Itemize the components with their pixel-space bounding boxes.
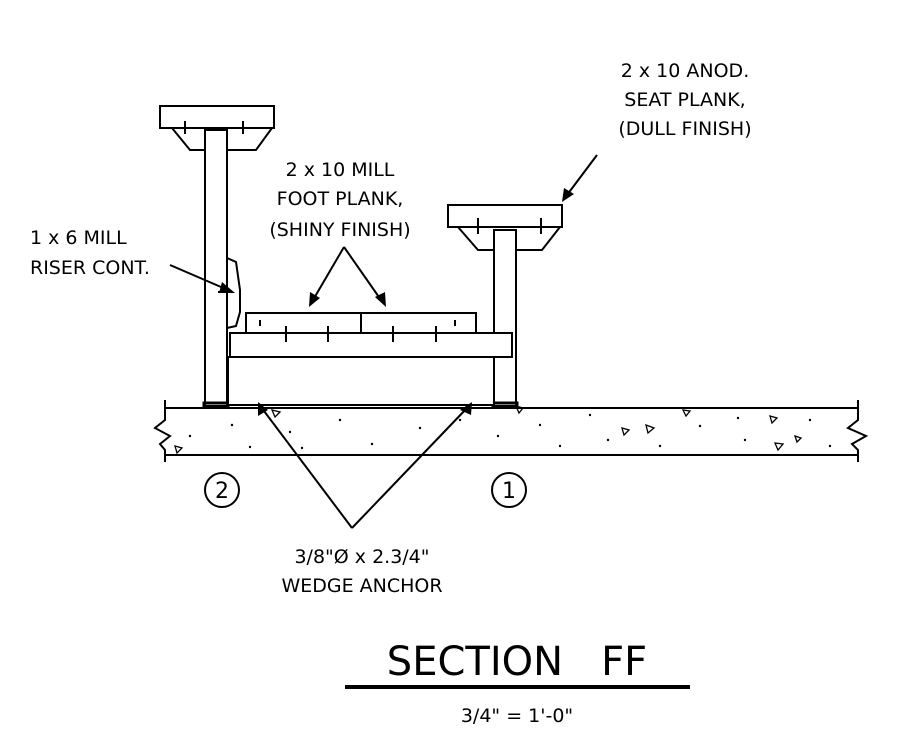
right-post — [493, 229, 517, 407]
callout-2: 2 — [204, 472, 240, 508]
left-post — [204, 129, 228, 407]
svg-text:2 x 10 ANOD.: 2 x 10 ANOD. — [621, 60, 749, 82]
svg-text:SEAT PLANK,: SEAT PLANK, — [624, 89, 745, 111]
callout-2-label: 2 — [215, 479, 229, 504]
riser-label: 1 x 6 MILL RISER CONT. — [30, 227, 150, 279]
svg-text:2 x 10 MILL: 2 x 10 MILL — [286, 159, 395, 181]
foot-plank-right — [360, 312, 477, 334]
svg-text:(SHINY FINISH): (SHINY FINISH) — [269, 219, 410, 241]
scale-label: 3/4" = 1'-0" — [461, 705, 573, 727]
svg-text:3/8"Ø x 2.3/4": 3/8"Ø x 2.3/4" — [294, 546, 429, 568]
svg-text:RISER CONT.: RISER CONT. — [30, 257, 150, 279]
foot-plank-left — [245, 312, 362, 334]
foot-plank-label: 2 x 10 MILL FOOT PLANK, (SHINY FINISH) — [269, 159, 410, 241]
right-seat-support — [447, 204, 563, 409]
frame-and-planks — [227, 312, 513, 406]
svg-text:FOOT PLANK,: FOOT PLANK, — [277, 188, 404, 210]
anchor-label: 3/8"Ø x 2.3/4" WEDGE ANCHOR — [281, 546, 442, 597]
leaders — [169, 154, 598, 529]
seat-plank-label: 2 x 10 ANOD. SEAT PLANK, (DULL FINISH) — [618, 60, 751, 140]
section-title: SECTION FF — [387, 639, 647, 685]
svg-text:(DULL FINISH): (DULL FINISH) — [618, 118, 751, 140]
left-seat-support — [159, 105, 275, 409]
callout-1: 1 — [491, 472, 527, 508]
svg-text:WEDGE ANCHOR: WEDGE ANCHOR — [281, 575, 442, 597]
callout-1-label: 1 — [502, 479, 516, 504]
svg-text:1 x 6 MILL: 1 x 6 MILL — [30, 227, 127, 249]
title-block: SECTION FF 3/4" = 1'-0" — [345, 639, 690, 727]
